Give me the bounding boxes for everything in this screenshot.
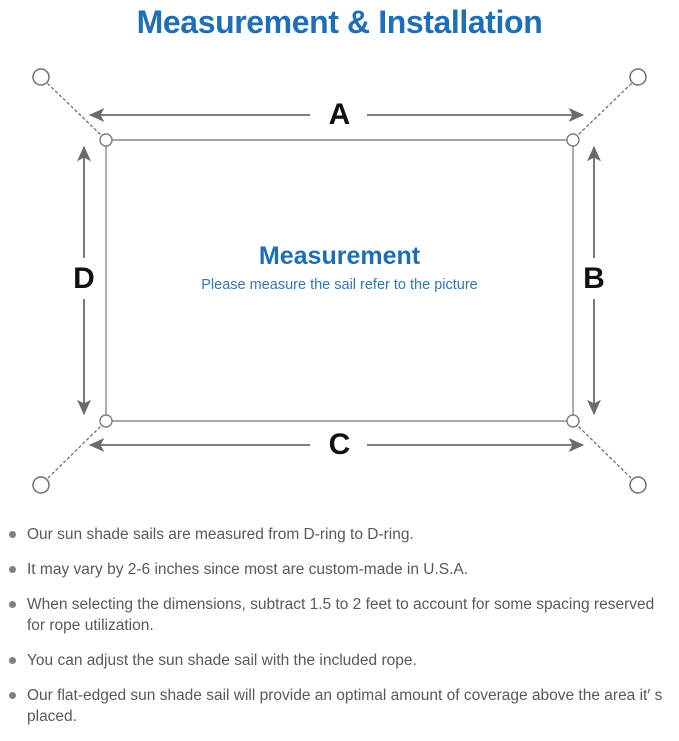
rope-line-bottom-right [578, 426, 633, 480]
note-text: You can adjust the sun shade sail with t… [27, 652, 417, 669]
d-ring-bottom-left [99, 414, 113, 428]
anchor-point-top-left [32, 68, 50, 86]
note-text: It may vary by 2-6 inches since most are… [27, 561, 469, 578]
anchor-point-bottom-left [32, 476, 50, 494]
dimension-label-c: C [328, 428, 351, 461]
dimension-label-b: B [583, 262, 605, 295]
list-item: It may vary by 2-6 inches since most are… [0, 559, 679, 580]
rope-line-bottom-left [46, 426, 101, 480]
bullet-icon [9, 531, 16, 538]
page-title: Measurement & Installation [136, 4, 543, 40]
list-item: You can adjust the sun shade sail with t… [0, 650, 679, 671]
dimension-label-d: D [73, 262, 95, 295]
note-text: When selecting the dimensions, subtract … [27, 596, 655, 634]
list-item: When selecting the dimensions, subtract … [0, 594, 679, 636]
diagram-center-heading: Measurement [258, 242, 421, 270]
note-text: Our flat-edged sun shade sail will provi… [27, 687, 663, 725]
bullet-icon [9, 657, 16, 664]
anchor-point-top-right [629, 68, 647, 86]
sail-body [105, 139, 574, 422]
diagram-center-subtext: Please measure the sail refer to the pic… [201, 277, 478, 293]
rope-line-top-right [578, 82, 633, 135]
note-text: Our sun shade sails are measured from D-… [27, 526, 414, 543]
d-ring-top-left [99, 133, 113, 147]
d-ring-bottom-right [566, 414, 580, 428]
bullet-icon [9, 692, 16, 699]
bullet-icon [9, 566, 16, 573]
d-ring-top-right [566, 133, 580, 147]
bullet-icon [9, 601, 16, 608]
sail-diagram-svg [32, 68, 647, 494]
rope-line-top-left [46, 82, 101, 135]
list-item: Our flat-edged sun shade sail will provi… [0, 685, 679, 727]
anchor-point-bottom-right [629, 476, 647, 494]
dimension-label-a: A [328, 98, 351, 131]
sail-diagram: A B C D Measurement Please measure the s… [0, 48, 679, 518]
notes-list: Our sun shade sails are measured from D-… [0, 524, 679, 741]
list-item: Our sun shade sails are measured from D-… [0, 524, 679, 545]
